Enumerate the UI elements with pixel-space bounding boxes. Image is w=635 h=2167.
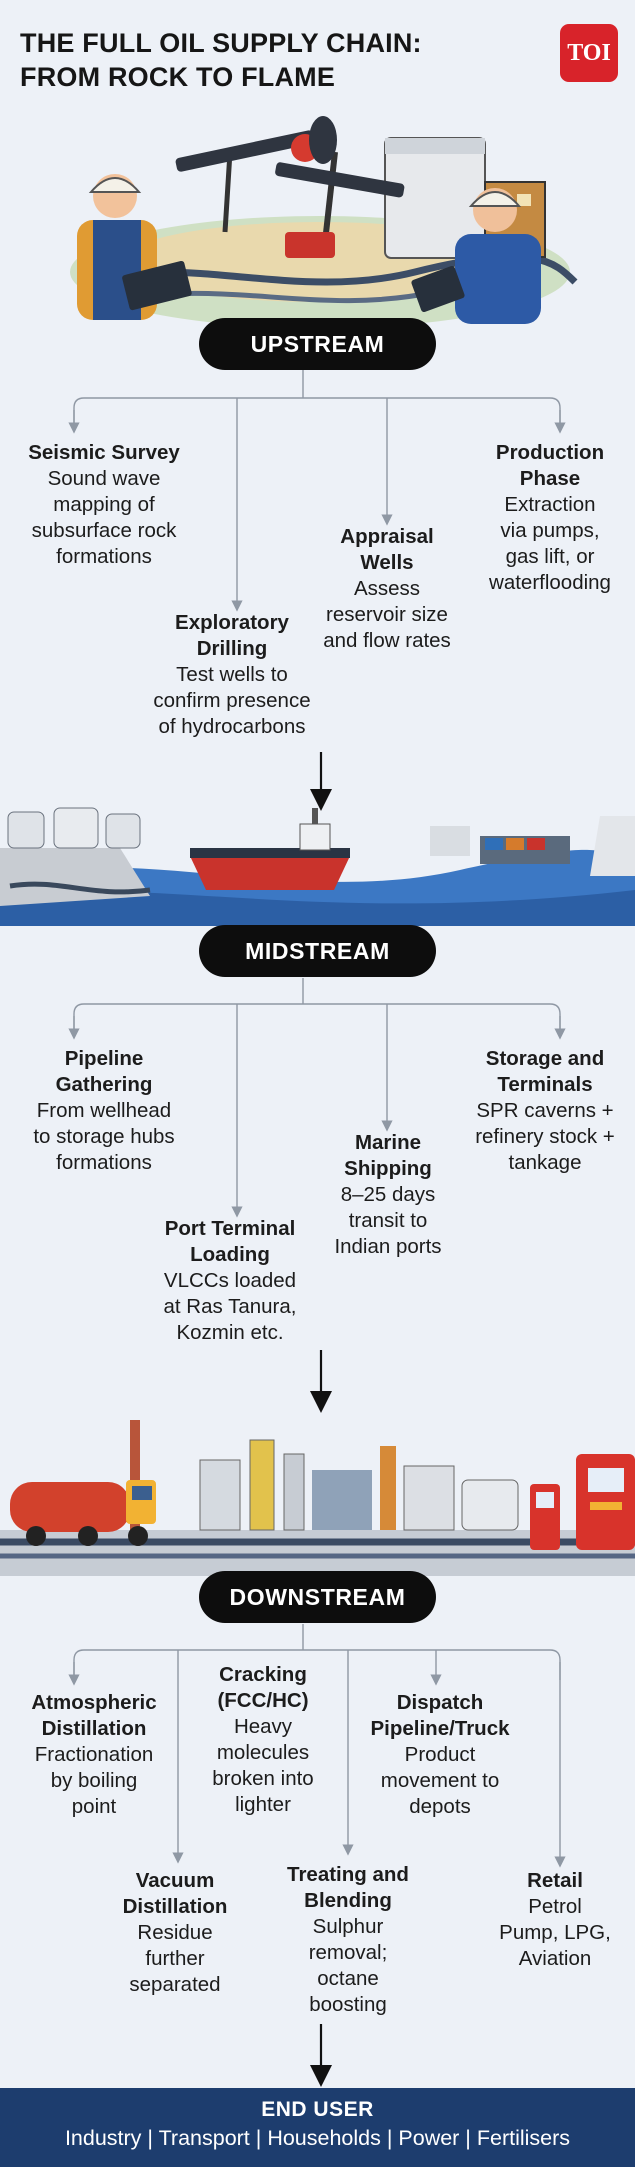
node-dispatch-pipeline-truck: Dispatch Pipeline/Truck Product movement… [370,1691,510,1818]
node-storage-and-terminals: Storage and Terminals SPR caverns + refi… [475,1047,615,1174]
node-production-phase: Production Phase Extraction via pumps, g… [489,441,611,594]
node-treating-and-blending: Treating and Blending Sulphur removal; o… [287,1863,409,2016]
page-title: THE FULL OIL SUPPLY CHAIN: FROM ROCK TO … [20,26,540,94]
tanker-ship-and-port-storage-illustration [0,807,635,926]
stage-label-midstream: MIDSTREAM [199,925,436,977]
node-pipeline-gathering: Pipeline Gathering From wellhead to stor… [33,1047,175,1174]
end-user-sectors: Industry | Transport | Households | Powe… [64,2126,571,2150]
refinery-tanker-truck-and-fuel-pump-illustration [0,1420,635,1576]
node-vacuum-distillation: Vacuum Distillation Residue further sepa… [122,1869,228,1996]
toi-logo: TOI [560,24,618,82]
node-retail: Retail Petrol Pump, LPG, Aviation [499,1869,611,1970]
stage-label-upstream: UPSTREAM [199,318,436,370]
node-marine-shipping: Marine Shipping 8–25 days transit to Ind… [334,1131,442,1258]
node-atmospheric-distillation: Atmospheric Distillation Fractionation b… [31,1691,157,1818]
node-appraisal-wells: Appraisal Wells Assess reservoir size an… [323,525,451,652]
node-port-terminal-loading: Port Terminal Loading VLCCs loaded at Ra… [163,1217,297,1344]
end-user-title: END USER [261,2098,374,2121]
end-user-footer: END USER Industry | Transport | Househol… [0,2088,635,2167]
stage-label-downstream: DOWNSTREAM [199,1571,436,1623]
title-line-2: FROM ROCK TO FLAME [20,62,336,92]
title-line-1: THE FULL OIL SUPPLY CHAIN: [20,28,422,58]
oil-field-pumpjacks-and-workers-illustration [70,116,578,328]
node-cracking: Cracking (FCC/HC) Heavy molecules broken… [212,1663,314,1816]
node-exploratory-drilling: Exploratory Drilling Test wells to confi… [153,611,311,738]
node-seismic-survey: Seismic Survey Sound wave mapping of sub… [28,441,180,568]
